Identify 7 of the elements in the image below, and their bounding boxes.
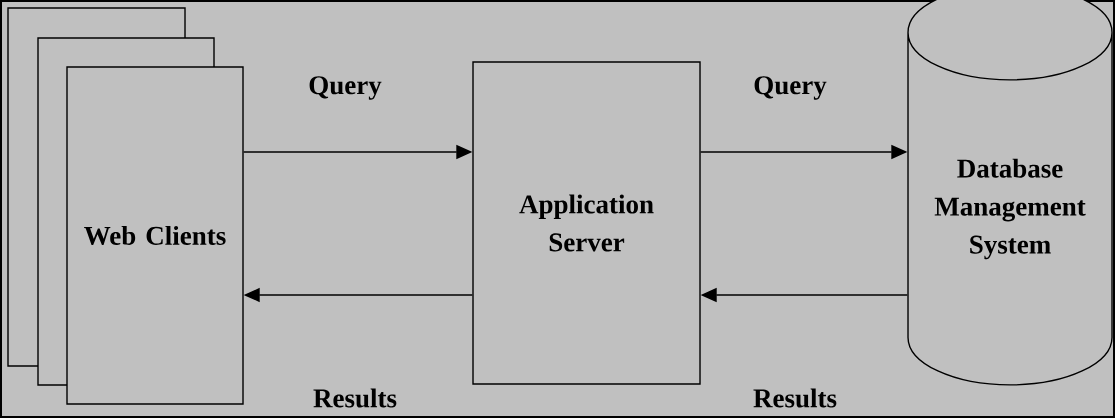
edge-label: Results — [313, 388, 397, 408]
edge-label: Query — [754, 76, 827, 100]
client-box: Web Clients — [66, 66, 244, 405]
database-cylinder: Database Management System — [907, 0, 1113, 386]
edge-label: Query — [309, 76, 382, 100]
edge-label: Results — [753, 388, 837, 408]
server-box: Application Server — [472, 61, 701, 385]
